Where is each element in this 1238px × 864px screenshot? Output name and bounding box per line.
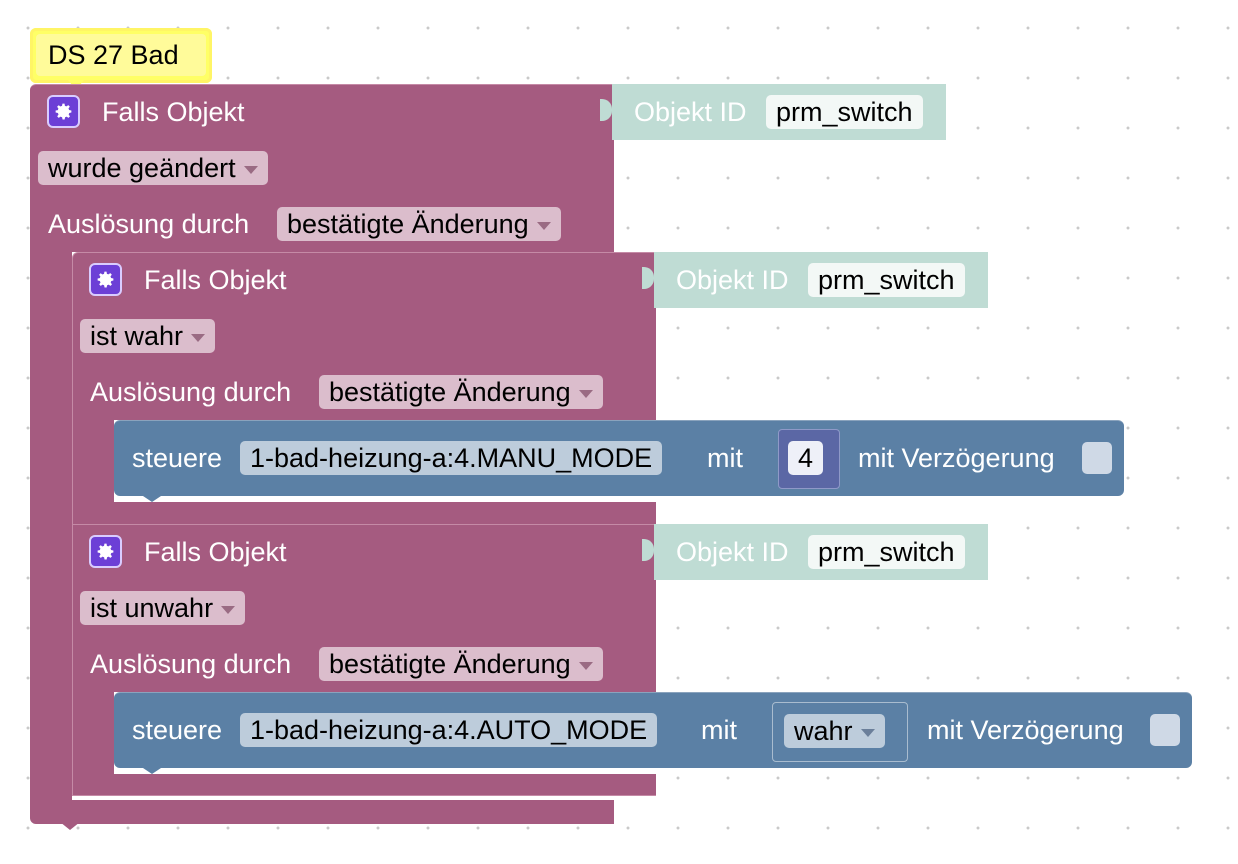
outer-footer-tab — [60, 822, 80, 830]
outer-object-id-value: prm_switch — [776, 97, 913, 127]
inner1-title: Falls Objekt — [144, 265, 287, 295]
comment-bubble[interactable]: DS 27 Bad — [30, 28, 212, 83]
inner1-condition-dropdown[interactable]: ist wahr — [80, 319, 216, 353]
inner1-object-label: Objekt ID — [676, 265, 789, 295]
inner1-mutator-gear-icon[interactable] — [89, 263, 122, 296]
inner2-delay-checkbox[interactable] — [1150, 714, 1180, 746]
inner1-delay-checkbox[interactable] — [1082, 442, 1112, 474]
outer-condition-dropdown[interactable]: wurde geändert — [38, 151, 268, 185]
inner2-object-label: Objekt ID — [676, 537, 789, 567]
inner2-object-id-field[interactable]: prm_switch — [808, 535, 965, 569]
inner1-condition-value: ist wahr — [90, 321, 184, 351]
chevron-down-icon — [536, 221, 551, 230]
inner1-action-target-dropdown[interactable]: 1-bad-heizung-a:4.MANU_MODE — [240, 441, 663, 475]
inner2-title: Falls Objekt — [144, 537, 287, 567]
comment-text: DS 27 Bad — [48, 40, 179, 70]
inner1-delay-label: mit Verzögerung — [858, 443, 1055, 473]
outer-mutator-gear-icon[interactable] — [47, 95, 80, 128]
inner2-delay-label: mit Verzögerung — [927, 715, 1124, 745]
inner1-action-tab — [140, 494, 164, 502]
inner2-action-tab — [140, 766, 164, 774]
outer-trigger-label: Auslösung durch — [48, 209, 250, 239]
comment-inner — [36, 34, 206, 76]
inner2-action-with-label: mit — [701, 715, 737, 745]
outer-trigger-dropdown[interactable]: bestätigte Änderung — [277, 207, 561, 241]
outer-object-id-field[interactable]: prm_switch — [766, 95, 923, 129]
inner2-action-target-dropdown[interactable]: 1-bad-heizung-a:4.AUTO_MODE — [240, 713, 658, 747]
outer-condition-value: wurde geändert — [48, 153, 236, 183]
chevron-down-icon — [221, 605, 236, 614]
outer-object-connector — [600, 99, 612, 121]
inner1-action-verb: steuere — [132, 443, 223, 473]
outer-event-spine — [30, 250, 72, 800]
inner1-action-with-label: mit — [707, 443, 743, 473]
inner1-value-field[interactable]: 4 — [788, 441, 824, 475]
inner1-object-connector — [642, 267, 654, 289]
outer-title: Falls Objekt — [102, 97, 245, 127]
inner1-value: 4 — [798, 443, 814, 473]
chevron-down-icon — [578, 389, 593, 398]
inner2-trigger-dropdown[interactable]: bestätigte Änderung — [319, 647, 603, 681]
inner2-trigger-value: bestätigte Änderung — [329, 649, 571, 679]
inner2-value: wahr — [794, 716, 853, 746]
inner2-condition-value: ist unwahr — [90, 593, 214, 623]
chevron-down-icon — [578, 661, 593, 670]
inner1-trigger-value: bestätigte Änderung — [329, 377, 571, 407]
inner1-trigger-label: Auslösung durch — [90, 377, 292, 407]
chevron-down-icon — [860, 728, 875, 737]
chevron-down-icon — [243, 165, 258, 174]
inner2-condition-dropdown[interactable]: ist unwahr — [80, 591, 246, 625]
inner2-action-target-value: 1-bad-heizung-a:4.AUTO_MODE — [250, 715, 648, 745]
inner2-action-verb: steuere — [132, 715, 223, 745]
inner1-object-id-value: prm_switch — [818, 265, 955, 295]
inner2-object-connector — [642, 539, 654, 561]
inner2-footer — [72, 774, 656, 796]
inner2-spine — [72, 690, 114, 776]
inner2-value-dropdown[interactable]: wahr — [784, 714, 885, 748]
inner1-action-target-value: 1-bad-heizung-a:4.MANU_MODE — [250, 443, 653, 473]
inner1-object-id-field[interactable]: prm_switch — [808, 263, 965, 297]
inner1-footer — [72, 502, 656, 524]
inner2-object-id-value: prm_switch — [818, 537, 955, 567]
inner1-trigger-dropdown[interactable]: bestätigte Änderung — [319, 375, 603, 409]
outer-event-footer — [30, 800, 614, 824]
inner2-trigger-label: Auslösung durch — [90, 649, 292, 679]
outer-trigger-value: bestätigte Änderung — [287, 209, 529, 239]
inner1-spine — [72, 418, 114, 504]
chevron-down-icon — [191, 333, 206, 342]
outer-object-label: Objekt ID — [634, 97, 747, 127]
inner2-mutator-gear-icon[interactable] — [89, 535, 122, 568]
